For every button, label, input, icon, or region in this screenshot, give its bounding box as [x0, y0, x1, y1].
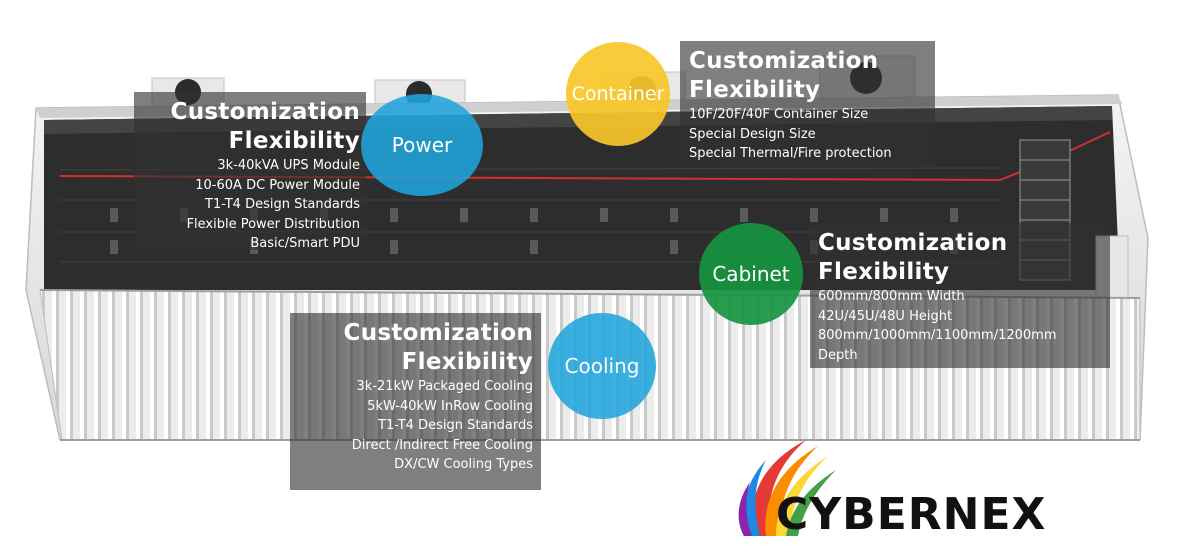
container-panel-item: 10F/20F/40F Container Size [689, 107, 869, 122]
container-panel-title-line1: Customization [689, 48, 879, 74]
cabinet-panel-item: 42U/45U/48U Height [818, 308, 953, 324]
cooling-panel-item: 5kW-40kW InRow Cooling [367, 398, 533, 414]
rainbow-swoosh-logo-icon [738, 440, 836, 536]
cabinet-circle-label: Cabinet [699, 223, 803, 325]
cooling-info-panel: Customization Flexibility 3k-21kW Packag… [290, 313, 541, 490]
brand-name: CYBERNEX [776, 489, 1047, 540]
cabinet-panel-title-line2: Flexibility [818, 259, 950, 285]
cabinet-panel-title-line1: Customization [818, 230, 1008, 256]
power-panel-title-line1: Customization [170, 99, 360, 125]
power-panel-item: Basic/Smart PDU [250, 236, 360, 251]
power-panel-item: Flexible Power Distribution [186, 216, 360, 232]
cooling-panel-item: T1-T4 Design Standards [378, 418, 533, 433]
power-panel-title-line2: Flexibility [228, 128, 360, 154]
cooling-panel-title-line2: Flexibility [401, 349, 533, 375]
cabinet-panel-item: 800mm/1000mm/1100mm/1200mm [818, 328, 1057, 343]
cooling-circle-label: Cooling [548, 313, 656, 419]
cabinet-panel-item: Depth [818, 347, 858, 363]
cooling-panel-item: Direct /Indirect Free Cooling [351, 437, 533, 453]
power-circle-label: Power [361, 94, 483, 196]
cybernex-logo: CYBERNEX [736, 436, 1066, 546]
cabinet-info-panel: Customization Flexibility 600mm/800mm Wi… [810, 223, 1110, 368]
power-panel-item: T1-T4 Design Standards [205, 197, 360, 212]
power-panel-item: 10-60A DC Power Module [195, 177, 360, 193]
container-panel-item: Special Design Size [689, 126, 816, 142]
container-panel-title-line2: Flexibility [689, 77, 821, 103]
container-circle-label: Container [566, 42, 670, 146]
power-info-panel: Customization Flexibility 3k-40kVA UPS M… [134, 92, 366, 251]
cooling-panel-item: 3k-21kW Packaged Cooling [356, 379, 533, 394]
cooling-panel-item: DX/CW Cooling Types [394, 457, 533, 472]
container-panel-item: Special Thermal/Fire protection [689, 146, 892, 161]
cabinet-panel-item: 600mm/800mm Width [818, 289, 965, 304]
power-panel-item: 3k-40kVA UPS Module [217, 158, 360, 173]
cooling-panel-title-line1: Customization [343, 320, 533, 346]
container-info-panel: Customization Flexibility 10F/20F/40F Co… [680, 41, 935, 167]
